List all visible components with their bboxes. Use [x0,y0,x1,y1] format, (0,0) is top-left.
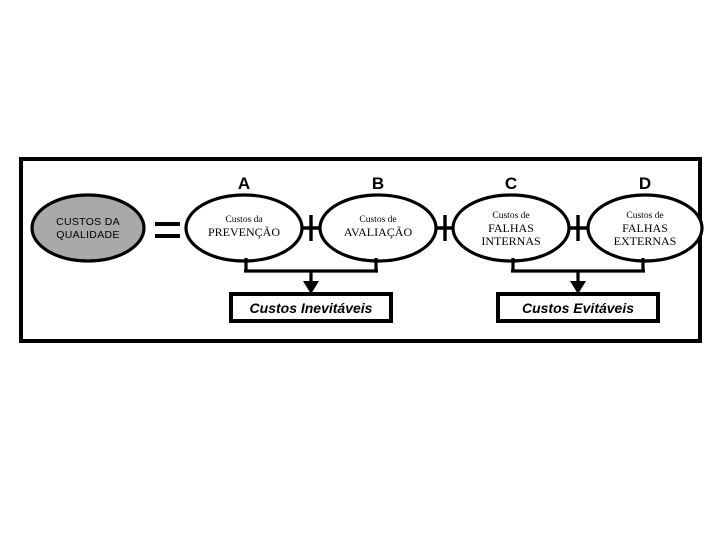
node-b-letter: B [372,174,384,193]
node-c-line3: INTERNAS [481,234,540,248]
plus-icon-c-d [569,215,587,241]
node-d[interactable]: D Custos de FALHAS EXTERNAS [586,174,704,263]
equals-icon [155,222,180,238]
result-box-evitaveis-label: Custos Evitáveis [522,300,634,316]
bracket-evitaveis [511,258,645,294]
result-box-evitaveis[interactable]: Custos Evitáveis [496,292,660,323]
node-custos-da-qualidade[interactable]: CUSTOS DA QUALIDADE [30,193,146,263]
node-b-line2: AVALIAÇÃO [344,225,413,239]
node-c-line1: Custos de [492,211,529,221]
node-c[interactable]: C Custos de FALHAS INTERNAS [451,174,571,263]
result-box-inevitaveis-label: Custos Inevitáveis [250,300,373,316]
node-a-line2: PREVENÇÃO [208,225,280,239]
node-d-line1: Custos de [626,211,663,221]
root-ellipse [30,193,146,263]
node-c-letter: C [505,174,517,193]
node-d-letter: D [639,174,651,193]
root-label-line2: QUALIDADE [56,229,119,241]
result-box-inevitaveis-rect [229,292,393,323]
node-b[interactable]: B Custos de AVALIAÇÃO [318,174,438,263]
plus-icon-a-b [302,215,320,241]
node-a-letter: A [238,174,250,193]
plus-icon-b-c [436,215,454,241]
node-d-line2: FALHAS [622,221,668,235]
result-box-evitaveis-rect [496,292,660,323]
bracket-inevitaveis [244,258,378,294]
arrow-head-evitaveis [570,281,586,294]
arrow-head-inevitaveis [303,281,319,294]
result-box-inevitaveis[interactable]: Custos Inevitáveis [229,292,393,323]
node-d-ellipse [586,193,704,263]
root-label-line1: CUSTOS DA [56,216,120,228]
node-d-line3: EXTERNAS [614,234,677,248]
node-a-line1: Custos da [225,215,263,225]
node-b-line1: Custos de [359,215,396,225]
node-c-line2: FALHAS [488,221,534,235]
